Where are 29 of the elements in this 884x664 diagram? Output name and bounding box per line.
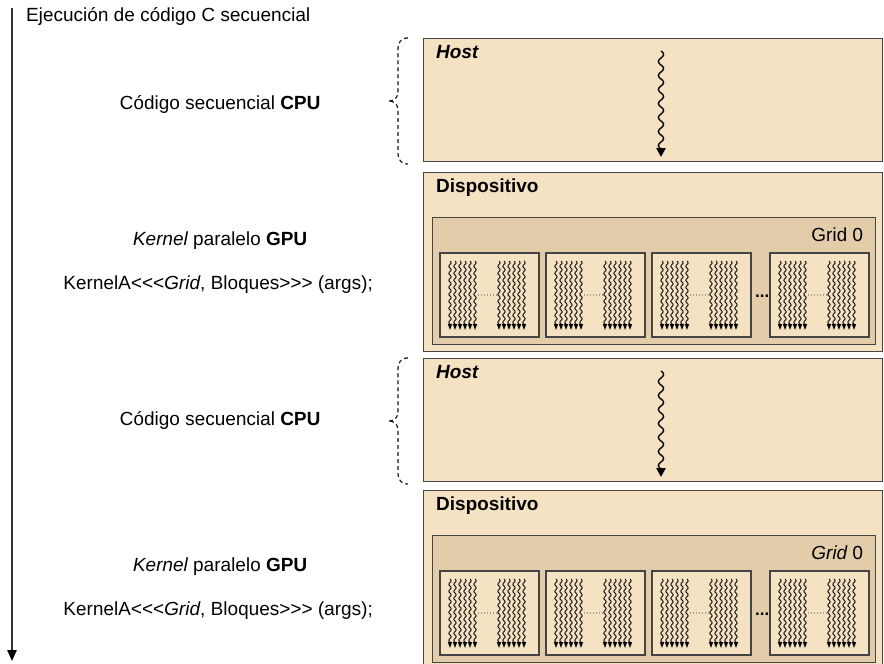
device-panel xyxy=(423,490,883,664)
device-title: Dispositivo xyxy=(436,493,538,516)
grid-title: Grid 0 xyxy=(811,224,863,247)
thread-block xyxy=(545,570,646,656)
side-note: Código secuencial CPU xyxy=(118,92,322,115)
host-panel xyxy=(423,38,883,162)
grid-title: Grid 0 xyxy=(811,542,863,565)
thread-block xyxy=(439,570,540,656)
side-note: KernelA<<<Grid, Bloques>>> (args); xyxy=(62,272,374,295)
grid-panel xyxy=(432,217,876,345)
ellipsis: ... xyxy=(755,599,770,621)
grid-panel xyxy=(432,535,876,663)
device-panel xyxy=(423,172,883,352)
thread-block xyxy=(769,252,870,338)
side-note: Kernel paralelo GPU xyxy=(132,554,308,577)
thread-block xyxy=(545,252,646,338)
thread-block xyxy=(769,570,870,656)
timeline-title: Ejecución de código C secuencial xyxy=(26,4,312,27)
thread-block xyxy=(651,252,752,338)
host-panel xyxy=(423,358,883,482)
device-title: Dispositivo xyxy=(436,175,538,198)
side-note: KernelA<<<Grid, Bloques>>> (args); xyxy=(62,598,374,621)
host-title: Host xyxy=(436,361,478,384)
ellipsis: ... xyxy=(755,281,770,303)
host-title: Host xyxy=(436,41,478,64)
side-note: Código secuencial CPU xyxy=(118,408,322,431)
thread-block xyxy=(651,570,752,656)
side-note: Kernel paralelo GPU xyxy=(132,228,308,251)
thread-block xyxy=(439,252,540,338)
